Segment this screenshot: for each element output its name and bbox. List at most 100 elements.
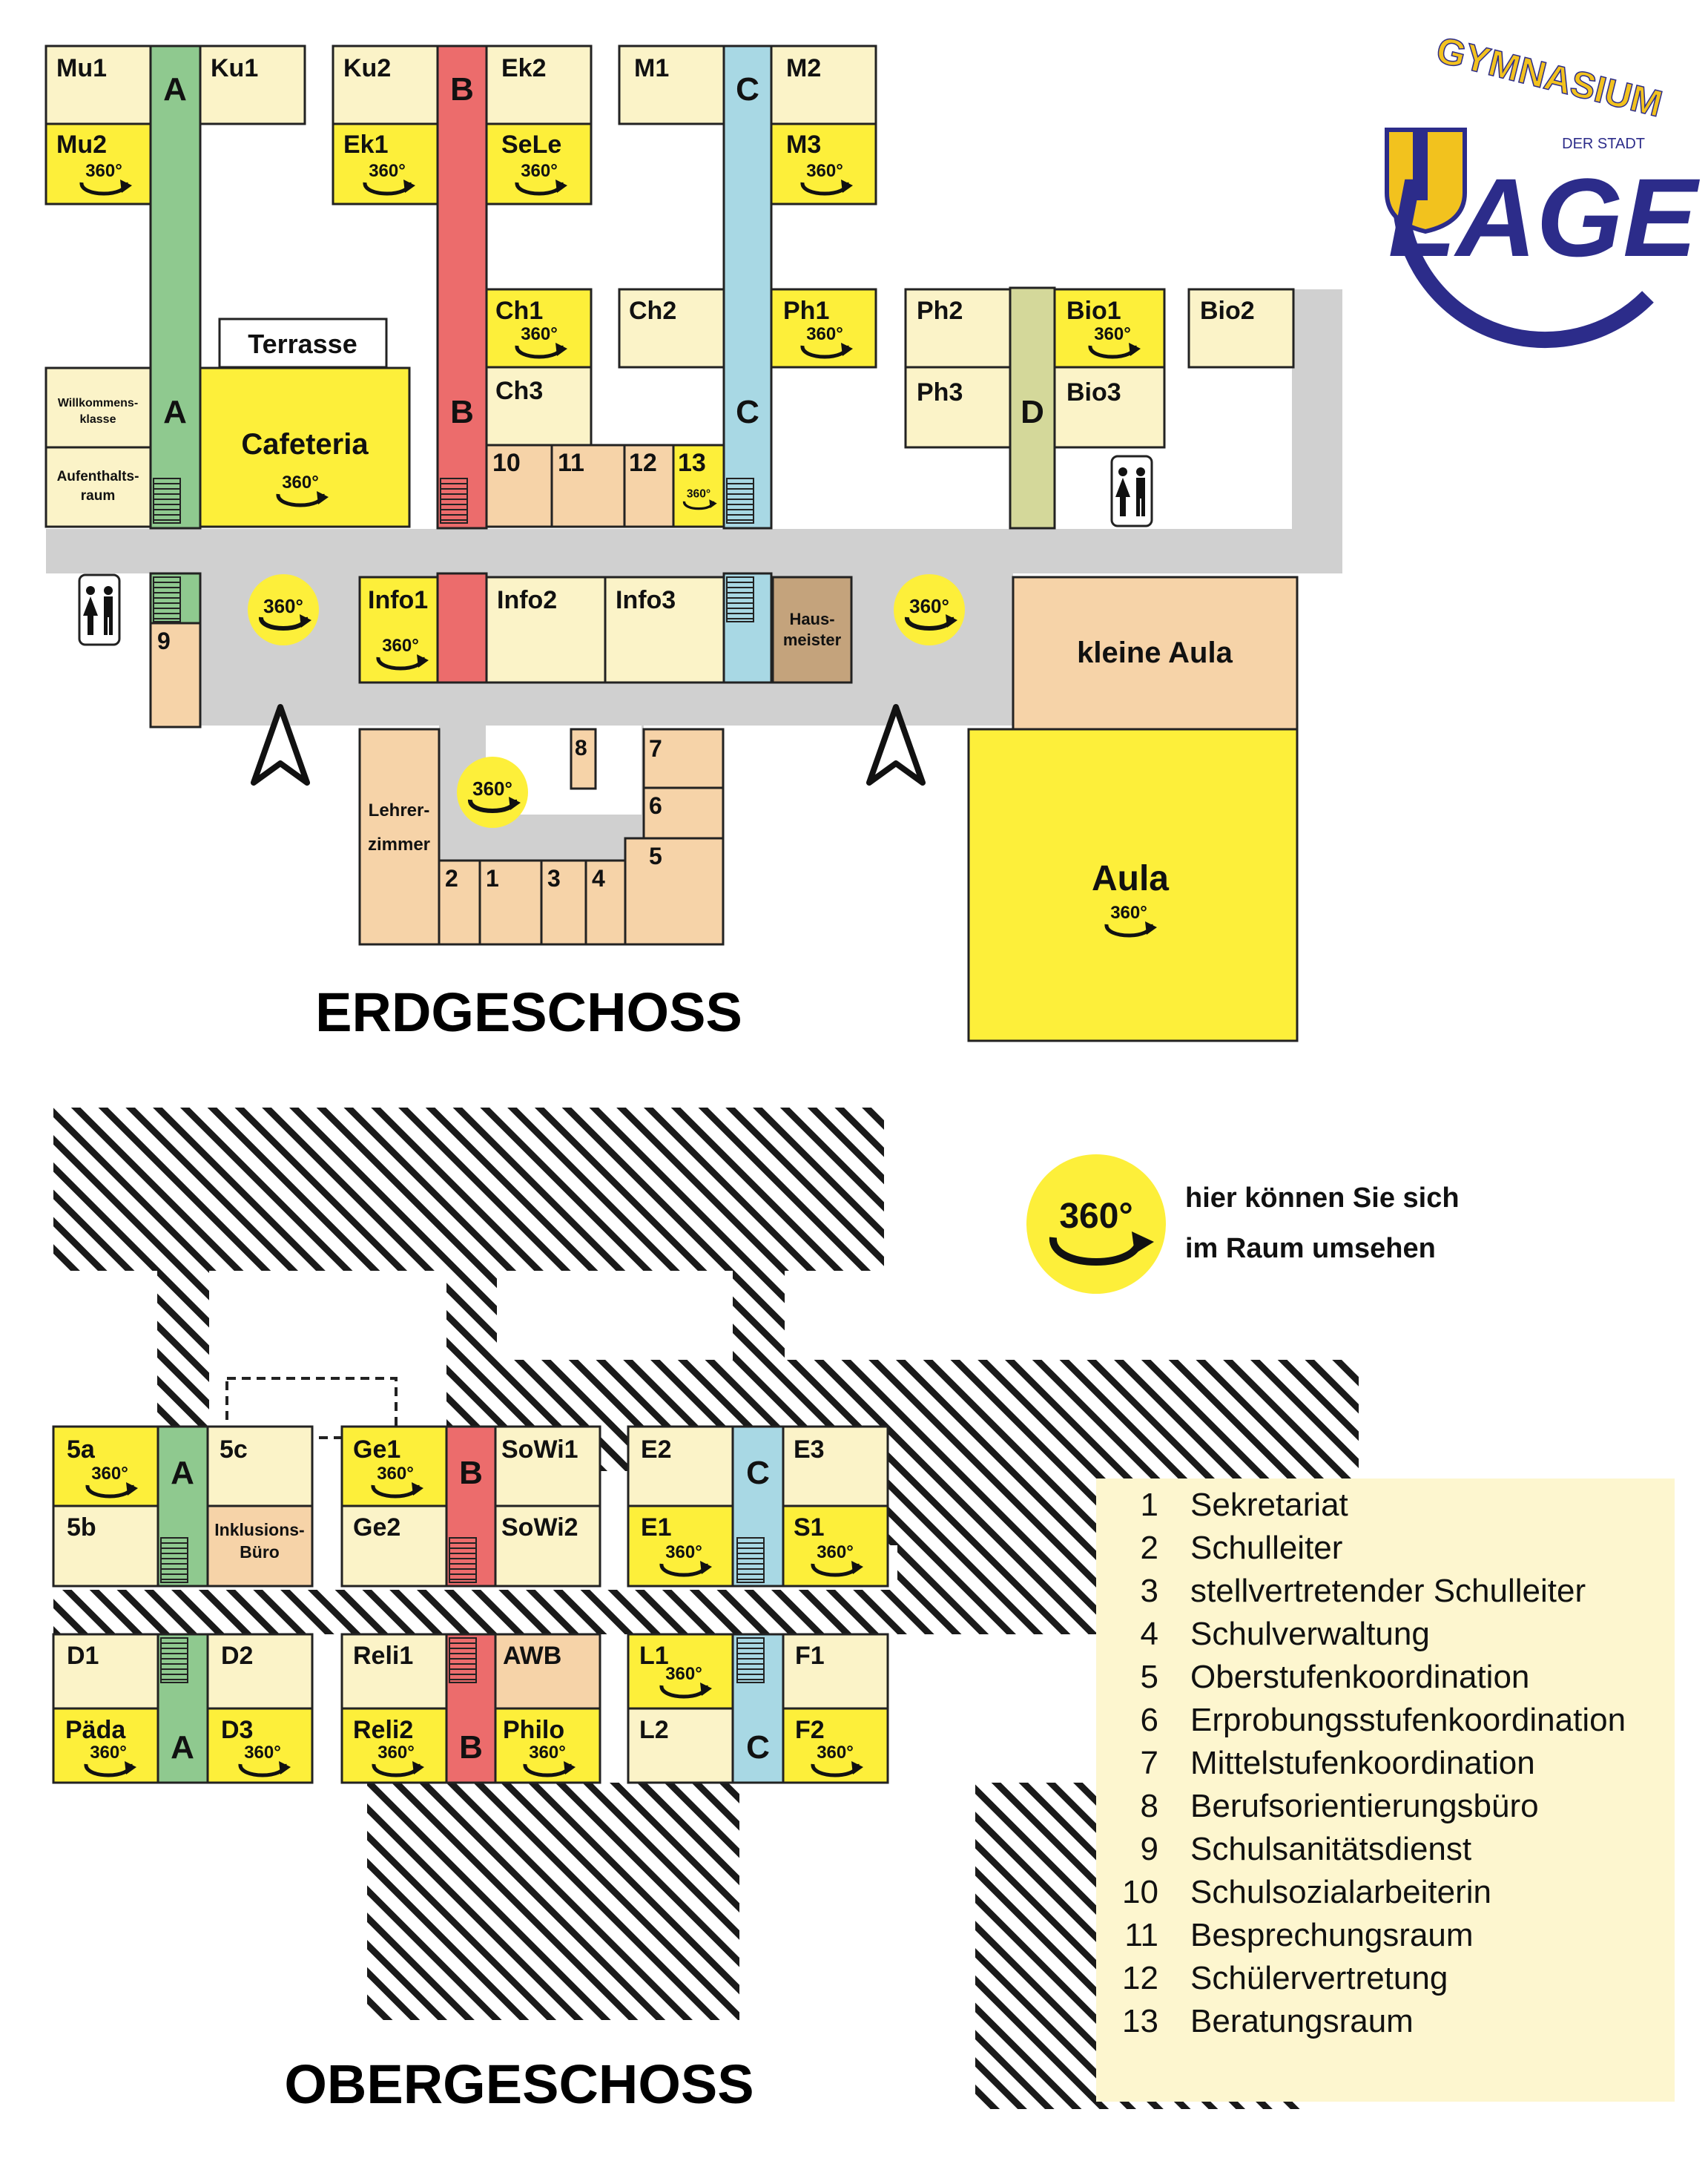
room-label: 5 — [649, 843, 662, 869]
room-aula[interactable] — [967, 728, 1299, 1042]
room-5[interactable] — [624, 837, 725, 946]
room-2[interactable] — [438, 859, 481, 946]
room-ge2[interactable] — [340, 1504, 448, 1588]
hatched-area — [53, 1108, 884, 1271]
room-kleine-aula[interactable] — [1012, 576, 1299, 731]
room-f1[interactable] — [782, 1633, 889, 1710]
room-label: Cafeteria — [241, 428, 369, 461]
room-inklusionsbuero[interactable] — [206, 1504, 314, 1588]
room-8[interactable] — [570, 728, 597, 790]
room-ch2[interactable] — [618, 288, 725, 369]
stair-b-label: B — [459, 1455, 483, 1491]
room-label: S1 — [794, 1513, 825, 1542]
room-label: L2 — [639, 1716, 669, 1744]
room-5c[interactable] — [206, 1425, 314, 1507]
room-label: Bio1 — [1066, 297, 1121, 325]
legend-room-name: Berufsorientierungsbüro — [1190, 1788, 1539, 1824]
room-sowi2[interactable] — [494, 1504, 601, 1588]
legend-number: 3 — [1141, 1573, 1158, 1609]
room-5b[interactable] — [52, 1504, 159, 1588]
room-e3[interactable] — [782, 1425, 889, 1507]
room-7[interactable] — [642, 728, 725, 789]
room-info1[interactable] — [358, 576, 439, 684]
legend-room-name: Oberstufenkoordination — [1190, 1659, 1529, 1695]
legend-360-line1: hier können Sie sich — [1185, 1183, 1460, 1214]
school-logo: GYMNASIUM DER STADT LAGE — [1385, 28, 1700, 349]
room-info3[interactable] — [604, 576, 725, 684]
room-3[interactable] — [540, 859, 587, 946]
room-label: Päda — [65, 1716, 126, 1744]
toilet-icon — [78, 573, 121, 646]
room-label: 5b — [67, 1513, 96, 1542]
360-view-icon[interactable] — [894, 574, 965, 645]
room-ku1[interactable] — [199, 45, 306, 125]
legend-number: 2 — [1141, 1530, 1158, 1566]
room-aufenthaltsraum[interactable] — [44, 446, 152, 528]
room-label: 7 — [649, 735, 662, 762]
legend-number: 1 — [1141, 1487, 1158, 1523]
east-corridor — [1292, 289, 1342, 534]
room-label: Mu2 — [56, 131, 107, 159]
room-label: Ch2 — [629, 297, 676, 325]
room-label: 2 — [445, 865, 458, 892]
room-9[interactable] — [149, 622, 202, 728]
room-label: SoWi2 — [501, 1513, 578, 1542]
room-label: 5c — [220, 1435, 248, 1464]
room-d1[interactable] — [52, 1633, 159, 1710]
room-bio3[interactable] — [1053, 366, 1166, 449]
room-ch3[interactable] — [485, 366, 593, 447]
room-label: D3 — [221, 1716, 253, 1744]
room-m2[interactable] — [770, 45, 877, 125]
stair-b-label: B — [459, 1729, 483, 1766]
360-view-icon[interactable] — [248, 574, 319, 645]
room-reli1[interactable] — [340, 1633, 448, 1710]
room-label: Ph1 — [783, 297, 829, 325]
room-sowi1[interactable] — [494, 1425, 601, 1507]
room-willkommensklasse[interactable] — [44, 366, 152, 449]
room-4[interactable] — [584, 859, 627, 946]
360-view-icon[interactable] — [457, 757, 528, 828]
stair-column-a — [149, 45, 202, 530]
legend-number: 5 — [1141, 1659, 1158, 1695]
room-label: klasse — [80, 413, 116, 426]
stair-c-label: C — [746, 1729, 770, 1766]
room-label: Büro — [240, 1542, 280, 1562]
terrasse[interactable] — [218, 318, 388, 369]
room-label: Lehrer- — [369, 800, 430, 820]
room-12[interactable] — [623, 444, 675, 528]
room-11[interactable] — [550, 444, 626, 528]
room-ku2[interactable] — [332, 45, 439, 125]
room-label: 3 — [547, 865, 561, 892]
room-awb[interactable] — [494, 1633, 601, 1710]
room-hausmeister[interactable] — [771, 576, 853, 684]
room-label: Info1 — [368, 586, 428, 614]
room-info2[interactable] — [485, 576, 607, 684]
room-label: F1 — [795, 1642, 825, 1670]
legend-room-name: Schulsanitätsdienst — [1190, 1831, 1471, 1867]
ground-floor: A A B B C C D Mu1 Mu2 Ku1 Ku2 Ek1 Ek2 Se… — [44, 45, 1342, 1043]
room-lehrerzimmer[interactable] — [358, 728, 441, 946]
room-label: 6 — [649, 792, 662, 819]
room-label: zimmer — [368, 835, 430, 855]
room-label: Philo — [503, 1716, 564, 1744]
room-label: E3 — [794, 1435, 825, 1464]
room-label: Ch3 — [495, 377, 543, 405]
room-label: D2 — [221, 1642, 253, 1670]
room-label: Bio2 — [1200, 297, 1255, 325]
room-label: Ph2 — [917, 297, 963, 325]
room-label: Ch1 — [495, 297, 543, 325]
room-bio2[interactable] — [1187, 288, 1295, 369]
room-10[interactable] — [485, 444, 553, 528]
toilet-icon — [1110, 455, 1153, 527]
room-label: Reli2 — [353, 1716, 413, 1744]
room-m1[interactable] — [618, 45, 725, 125]
room-ph3[interactable] — [904, 366, 1012, 449]
room-l2[interactable] — [627, 1707, 734, 1784]
room-label: 10 — [492, 449, 521, 477]
room-cafeteria[interactable] — [199, 366, 411, 528]
room-label: Info3 — [616, 586, 676, 614]
room-label: E1 — [641, 1513, 672, 1542]
legend-room-name: Besprechungsraum — [1190, 1917, 1474, 1953]
room-label: 13 — [678, 449, 706, 477]
room-13[interactable] — [672, 444, 725, 528]
